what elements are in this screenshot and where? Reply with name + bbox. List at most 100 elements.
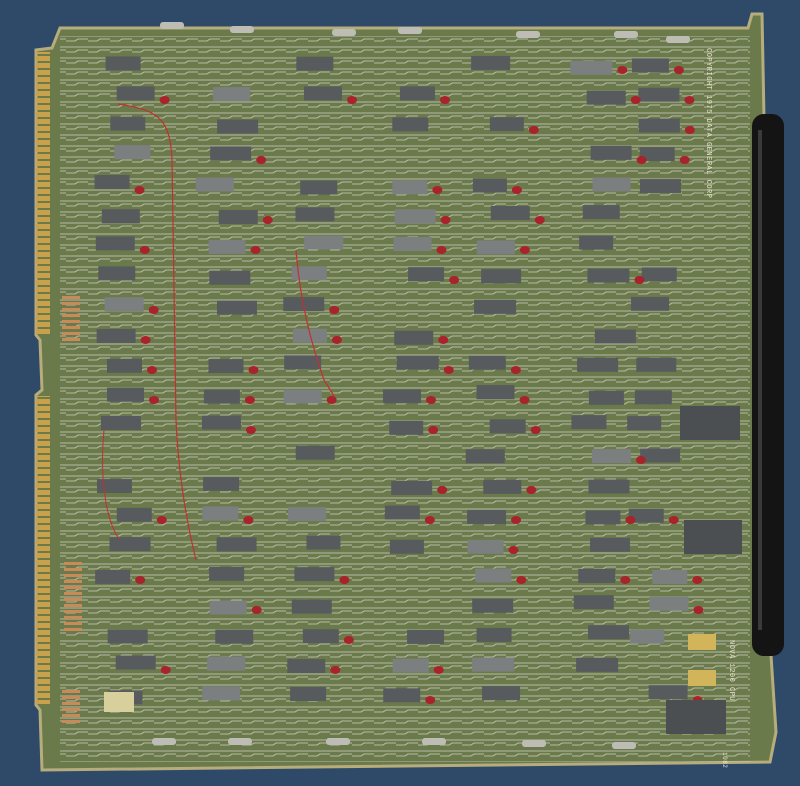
ic-chip (490, 205, 530, 220)
resistor (64, 610, 82, 613)
capacitor (511, 516, 522, 524)
ic-chip (591, 449, 631, 464)
capacitor (530, 426, 541, 434)
resistor (62, 296, 80, 299)
ic-chip (287, 659, 326, 674)
ic-chip (288, 507, 327, 522)
resistor (62, 332, 80, 335)
ic-chip (210, 146, 252, 161)
capacitor (692, 576, 703, 584)
resistor (64, 628, 82, 631)
large-ic-chip (666, 700, 726, 734)
ic-chip (649, 596, 689, 611)
resistor (64, 574, 82, 577)
ic-chip (392, 180, 428, 195)
ic-chip (383, 688, 421, 703)
ic-chip (94, 175, 130, 190)
ic-chip (284, 355, 322, 370)
ic-chip (391, 480, 433, 495)
capacitor (148, 306, 159, 314)
resistor (62, 690, 80, 693)
ic-chip (636, 357, 677, 372)
capacitor (693, 606, 704, 614)
resistor (62, 696, 80, 699)
ic-chip (208, 239, 246, 254)
ic-chip (209, 270, 251, 285)
ic-chip (203, 389, 240, 404)
ic-chip (216, 300, 257, 315)
ic-chip (392, 117, 429, 132)
ic-chip (213, 87, 251, 102)
capacitor (443, 366, 454, 374)
ic-chip (467, 510, 507, 525)
capacitor (134, 186, 145, 194)
capacitor (329, 306, 340, 314)
ic-chip (303, 86, 342, 101)
ic-chip (96, 328, 136, 343)
ic-chip (295, 445, 335, 460)
resistor (64, 604, 82, 607)
capacitor (432, 186, 443, 194)
ic-chip (215, 629, 254, 644)
ic-chip (291, 599, 332, 614)
ic-chip (582, 205, 620, 220)
capacitor (510, 366, 521, 374)
capacitor (433, 666, 444, 674)
ic-chip (594, 329, 636, 344)
ic-chip (296, 56, 334, 71)
ic-chip (590, 537, 631, 552)
capacitor (140, 336, 151, 344)
resistor (64, 598, 82, 601)
ic-chip (399, 86, 435, 101)
ic-chip (302, 629, 339, 644)
part-number-silkscreen: 1082 (721, 752, 728, 769)
ic-chip (489, 117, 524, 132)
ic-chip (290, 686, 327, 701)
ic-chip (202, 506, 239, 521)
ic-chip (482, 686, 521, 701)
ic-chip (115, 655, 156, 670)
ic-chip (291, 266, 327, 281)
ic-chip (472, 657, 515, 672)
ic-chip (587, 268, 630, 283)
ic-chip (472, 178, 507, 193)
ic-chip (652, 569, 688, 584)
capacitor (346, 96, 357, 104)
capacitor (424, 516, 435, 524)
resistor (64, 622, 82, 625)
ic-chip (481, 269, 522, 284)
capacitor (449, 276, 460, 284)
capacitor (438, 336, 449, 344)
ic-chip (628, 508, 664, 523)
ic-chip (300, 180, 338, 195)
capacitor (519, 246, 530, 254)
ic-chip (571, 415, 607, 430)
ic-chip (407, 629, 445, 644)
capacitor (634, 276, 645, 284)
capacitor (635, 456, 646, 464)
ic-chip (110, 116, 146, 131)
capacitor (630, 96, 641, 104)
ic-chip (579, 235, 614, 250)
resistor (64, 568, 82, 571)
capacitor-grid (134, 66, 704, 704)
ejector-handle (752, 114, 784, 656)
capacitor (508, 546, 519, 554)
ic-chip (209, 600, 247, 615)
large-ic-chip (684, 520, 742, 554)
ic-chip (394, 209, 436, 224)
ic-chip (592, 177, 631, 192)
resistor (62, 338, 80, 341)
capacitor (251, 606, 262, 614)
resistor-array (62, 296, 82, 723)
capacitor (511, 186, 522, 194)
ic-chip (195, 177, 234, 192)
resistor (64, 616, 82, 619)
capacitor (343, 636, 354, 644)
capacitor (135, 576, 146, 584)
ic-chip (638, 118, 680, 133)
resistor (64, 592, 82, 595)
ic-chip (389, 420, 424, 435)
capacitor (139, 246, 150, 254)
